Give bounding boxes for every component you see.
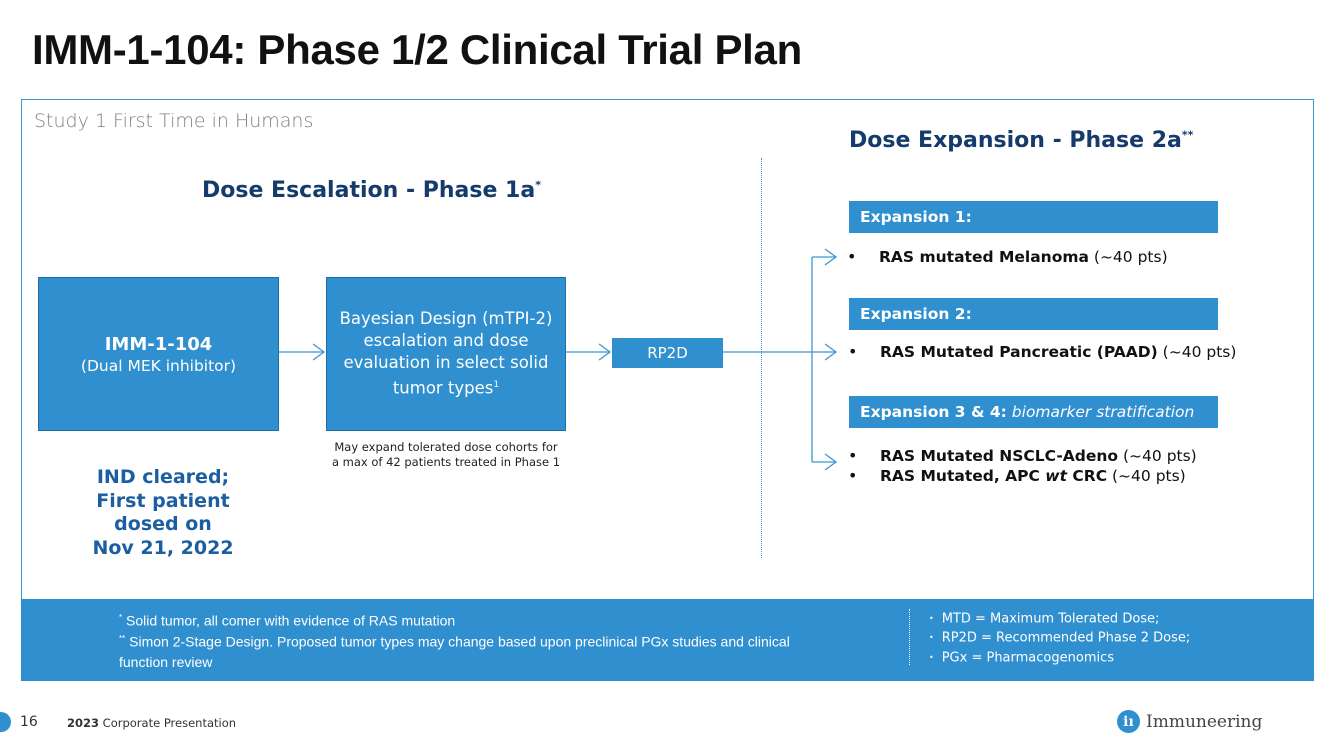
abbreviation-item: • PGx = Pharmacogenomics <box>929 648 1114 669</box>
page-number: 16 <box>20 714 38 730</box>
bullet-icon: • <box>848 466 858 485</box>
bullet-icon: • <box>929 633 934 642</box>
dose-expansion-heading-text: Dose Expansion - Phase 2a <box>849 128 1182 153</box>
cohort-item-size: (~40 pts) <box>1157 343 1237 361</box>
cohort-item-size: (~40 pts) <box>1088 248 1168 266</box>
cohort-item-name: RAS Mutated, APC <box>880 467 1046 485</box>
footnote-band: * Solid tumor, all comer with evidence o… <box>21 599 1314 681</box>
ind-status-line: Nov 21, 2022 <box>92 536 234 559</box>
dose-expansion-heading: Dose Expansion - Phase 2a** <box>849 128 1193 153</box>
ind-status: IND cleared; First patient dosed on Nov … <box>78 466 248 560</box>
abbreviation-text: MTD = Maximum Tolerated Dose; <box>941 611 1160 627</box>
expansion-1-label: Expansion 1: <box>860 208 972 226</box>
footnote-divider <box>909 609 910 665</box>
drug-description: (Dual MEK inhibitor) <box>80 356 237 375</box>
footer-label-text: Corporate Presentation <box>102 716 237 730</box>
dose-expansion-footnote-mark: ** <box>1181 128 1194 142</box>
abbreviation-text: PGx = Pharmacogenomics <box>941 650 1115 666</box>
dose-escalation-footnote-mark: * <box>535 178 541 192</box>
abbreviation-item: • MTD = Maximum Tolerated Dose; <box>929 609 1159 630</box>
bullet-icon: • <box>929 614 934 623</box>
dose-escalation-heading-text: Dose Escalation - Phase 1a <box>202 178 536 203</box>
footer-year: 2023 <box>67 716 100 730</box>
footnote-1-text: Solid tumor, all comer with evidence of … <box>126 612 456 629</box>
cohort-item-size: (~40 pts) <box>1107 467 1186 485</box>
cohort-item-melanoma: • RAS mutated Melanoma (~40 pts) <box>847 247 1168 266</box>
cohort-item-size: (~40 pts) <box>1118 447 1197 465</box>
cohort-item-name: RAS Mutated Pancreatic (PAAD) <box>880 343 1158 361</box>
bayesian-design-text: Bayesian Design (mTPI-2) escalation and … <box>335 308 557 400</box>
footnote-2: ** Simon 2-Stage Design. Proposed tumor … <box>119 629 799 672</box>
cohort-expansion-note: May expand tolerated dose cohorts for a … <box>331 440 561 469</box>
brand-name: Immuneering <box>1146 711 1263 732</box>
cohort-item-crc: • RAS Mutated, APC wt CRC (~40 pts) <box>848 466 1186 485</box>
expansion-3-4-bar: Expansion 3 & 4: biomarker stratificatio… <box>849 396 1218 428</box>
bullet-icon: • <box>929 653 934 662</box>
drug-name: IMM-1-104 <box>104 333 213 355</box>
footer-label: 2023 Corporate Presentation <box>67 716 236 730</box>
drug-box: IMM-1-104 (Dual MEK inhibitor) <box>38 277 279 431</box>
footnote-1-mark: * <box>119 613 123 622</box>
study-label: Study 1 First Time in Humans <box>34 110 314 132</box>
dose-escalation-heading: Dose Escalation - Phase 1a* <box>202 178 541 203</box>
expansion-2-bar: Expansion 2: <box>849 298 1218 330</box>
slide-title: IMM-1-104: Phase 1/2 Clinical Trial Plan <box>32 26 802 73</box>
rp2d-box: RP2D <box>612 338 723 368</box>
bullet-icon: • <box>848 342 858 361</box>
expansion-3-4-sublabel: biomarker stratification <box>1006 403 1195 421</box>
footnote-1: * Solid tumor, all comer with evidence o… <box>119 608 455 631</box>
cohort-item-name: CRC <box>1066 467 1108 485</box>
page-marker-icon <box>0 712 11 732</box>
footnote-2-mark: ** <box>119 634 126 643</box>
cohort-item-nsclc: • RAS Mutated NSCLC-Adeno (~40 pts) <box>848 446 1197 465</box>
brand-logo: iı Immuneering <box>1117 710 1262 733</box>
brand-logo-icon: iı <box>1117 710 1140 733</box>
abbreviation-item: • RP2D = Recommended Phase 2 Dose; <box>929 628 1190 649</box>
cohort-item-name: RAS mutated Melanoma <box>879 248 1089 266</box>
ind-status-line: dosed on <box>114 513 212 535</box>
ind-status-line: IND cleared; <box>96 466 230 488</box>
bullet-icon: • <box>848 446 858 465</box>
phase-divider <box>761 158 762 558</box>
ind-status-line: First patient <box>96 489 230 512</box>
cohort-item-name: RAS Mutated NSCLC-Adeno <box>880 447 1119 465</box>
bullet-icon: • <box>847 247 857 266</box>
expansion-3-4-label: Expansion 3 & 4: <box>860 403 1007 421</box>
expansion-1-bar: Expansion 1: <box>849 201 1218 233</box>
cohort-item-pancreatic: • RAS Mutated Pancreatic (PAAD) (~40 pts… <box>848 342 1237 361</box>
expansion-2-label: Expansion 2: <box>860 305 972 323</box>
bayesian-design-label: Bayesian Design (mTPI-2) escalation and … <box>339 309 553 398</box>
cohort-item-name-italic: wt <box>1045 467 1067 485</box>
bayesian-design-box: Bayesian Design (mTPI-2) escalation and … <box>326 277 566 431</box>
abbreviation-text: RP2D = Recommended Phase 2 Dose; <box>941 630 1191 646</box>
footnote-2-text: Simon 2-Stage Design. Proposed tumor typ… <box>119 633 790 670</box>
bayesian-design-footnote-mark: 1 <box>493 380 500 391</box>
